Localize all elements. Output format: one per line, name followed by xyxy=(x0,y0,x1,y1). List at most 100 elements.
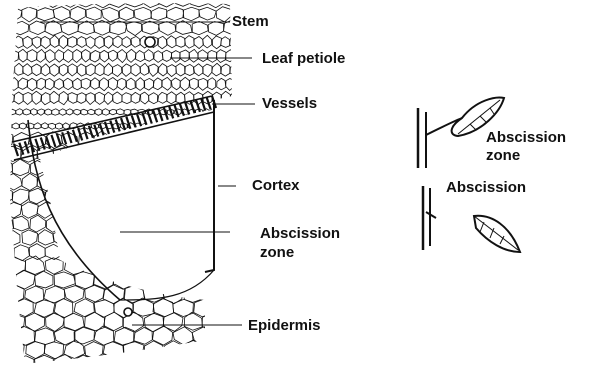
tissue-cell xyxy=(213,327,232,344)
tissue-cell xyxy=(185,36,195,49)
tissue-cell xyxy=(12,189,29,205)
tissue-cell xyxy=(124,342,145,359)
tissue-cell xyxy=(5,123,12,129)
tissue-cell xyxy=(207,50,217,62)
tissue-cell xyxy=(95,109,102,116)
tissue-cell xyxy=(224,0,240,7)
abscission-streak xyxy=(78,162,128,262)
tissue-cell xyxy=(226,79,235,91)
tissue-cell xyxy=(163,257,184,276)
vessel-element xyxy=(19,143,23,155)
tissue-cell xyxy=(122,64,131,76)
tissue-cell xyxy=(127,49,136,62)
abscission-streak xyxy=(114,186,164,286)
tissue-cell xyxy=(37,202,54,218)
tissue-cell xyxy=(126,131,142,149)
tissue-cell xyxy=(166,7,184,20)
tissue-cell xyxy=(178,123,186,128)
tissue-cell xyxy=(208,22,224,36)
tissue-cell xyxy=(123,257,144,275)
tissue-cell xyxy=(85,174,102,191)
tissue-cell xyxy=(114,271,133,290)
tissue-cell xyxy=(142,217,159,231)
tissue-cell xyxy=(136,78,145,91)
tissue-cell xyxy=(78,21,95,35)
tissue-cell xyxy=(158,216,174,231)
abscission-streak xyxy=(63,152,113,252)
tissue-cell xyxy=(185,123,192,129)
tissue-cell xyxy=(175,217,192,232)
tissue-cell xyxy=(61,188,77,204)
tissue-cell xyxy=(167,36,176,48)
abscission-streak xyxy=(105,180,155,280)
tissue-cell xyxy=(144,78,154,90)
tissue-cell xyxy=(103,258,124,274)
tissue-cell xyxy=(94,20,111,35)
tissue-cell xyxy=(239,92,248,105)
tissue-cell xyxy=(0,245,13,260)
tissue-cell xyxy=(13,216,29,231)
tissue-cell xyxy=(194,356,214,368)
tissue-cell xyxy=(95,63,104,75)
tissue-cell xyxy=(23,92,32,104)
tissue-cell xyxy=(176,92,185,103)
tissue-cell xyxy=(85,342,104,359)
tissue-cell xyxy=(126,243,142,259)
tissue-cell xyxy=(5,231,20,246)
tissue-cell xyxy=(175,188,191,204)
tissue-cell xyxy=(234,78,244,90)
tissue-cell xyxy=(194,64,203,76)
tissue-cell xyxy=(224,109,232,115)
tissue-cell xyxy=(126,0,143,7)
tissue-cell xyxy=(126,78,135,90)
tissue-cell xyxy=(102,174,119,191)
tissue-cell xyxy=(4,314,25,332)
tissue-cell xyxy=(77,37,86,48)
tissue-cell xyxy=(74,355,95,368)
tissue-cell xyxy=(207,217,224,232)
tissue-cell xyxy=(12,123,19,129)
tissue-cell xyxy=(0,355,16,368)
tissue-cell xyxy=(239,65,249,76)
tissue-cell xyxy=(199,7,217,20)
tissue-cell xyxy=(136,51,145,62)
tissue-cell xyxy=(59,35,67,48)
tissue-cell xyxy=(62,161,79,176)
tissue-cell xyxy=(158,92,167,103)
abscission-zone-label-line2: zone xyxy=(260,245,294,261)
right-abscission-zone-label-line2: zone xyxy=(486,148,520,164)
epidermis-label: Epidermis xyxy=(248,318,321,334)
tissue-cell xyxy=(45,50,55,63)
tissue-cell xyxy=(134,356,153,368)
tissue-cell xyxy=(74,109,81,115)
tissue-cell xyxy=(153,271,175,290)
tissue-cell xyxy=(163,313,183,332)
tissue-cell xyxy=(135,175,152,190)
tissue-cell xyxy=(70,231,86,247)
tissue-cell xyxy=(104,63,113,75)
tissue-cell xyxy=(25,286,44,303)
stem-label: Stem xyxy=(232,14,269,30)
tissue-cell xyxy=(73,78,82,90)
tissue-cell xyxy=(167,92,177,104)
tissue-cell xyxy=(183,258,204,276)
abscission-sketch xyxy=(418,98,520,252)
tissue-cell xyxy=(142,21,159,34)
tissue-cell xyxy=(45,78,54,89)
tissue-cell xyxy=(192,123,200,129)
tissue-cell xyxy=(203,64,212,77)
tissue-cell xyxy=(215,231,232,247)
vessel-element xyxy=(185,102,189,114)
tissue-cell xyxy=(42,93,51,105)
tissue-cell xyxy=(166,174,182,190)
tissue-cell xyxy=(86,64,96,76)
tissue-cell xyxy=(77,93,87,104)
tissue-cell xyxy=(14,36,23,48)
tissue-cell xyxy=(14,356,35,368)
tissue-cell xyxy=(154,355,172,368)
tissue-cell xyxy=(18,78,28,89)
tissue-cell xyxy=(131,64,141,76)
tissue-cell xyxy=(203,284,222,304)
tissue-cell xyxy=(158,133,176,149)
vessel-element xyxy=(191,101,195,113)
